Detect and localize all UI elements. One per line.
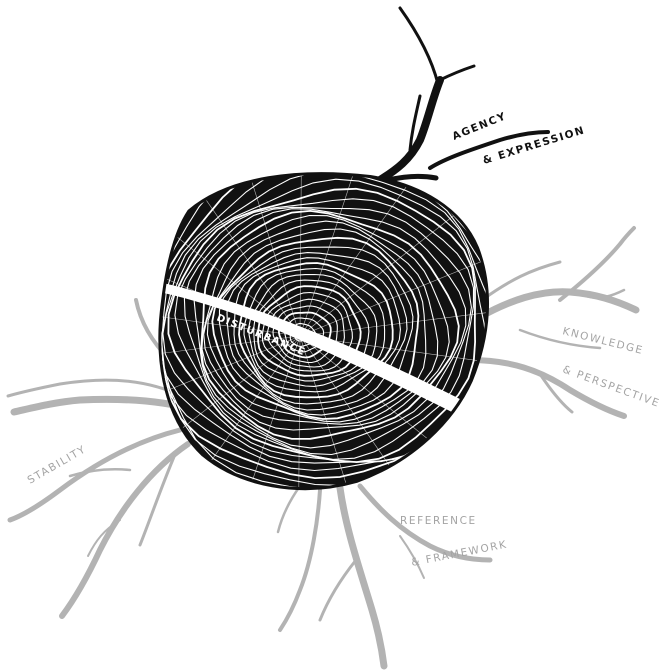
root-agency: [372, 8, 548, 184]
label-expression: & EXPRESSION: [481, 124, 586, 167]
label-agency: AGENCY: [451, 110, 509, 143]
label-knowledge: KNOWLEDGE: [561, 325, 645, 357]
label-stability: STABILITY: [26, 443, 89, 486]
label-perspective: & PERSPECTIVE: [561, 364, 659, 410]
label-reference: REFERENCE: [400, 515, 477, 527]
tree-stump: [62, 116, 538, 556]
root-reference: [278, 486, 490, 666]
